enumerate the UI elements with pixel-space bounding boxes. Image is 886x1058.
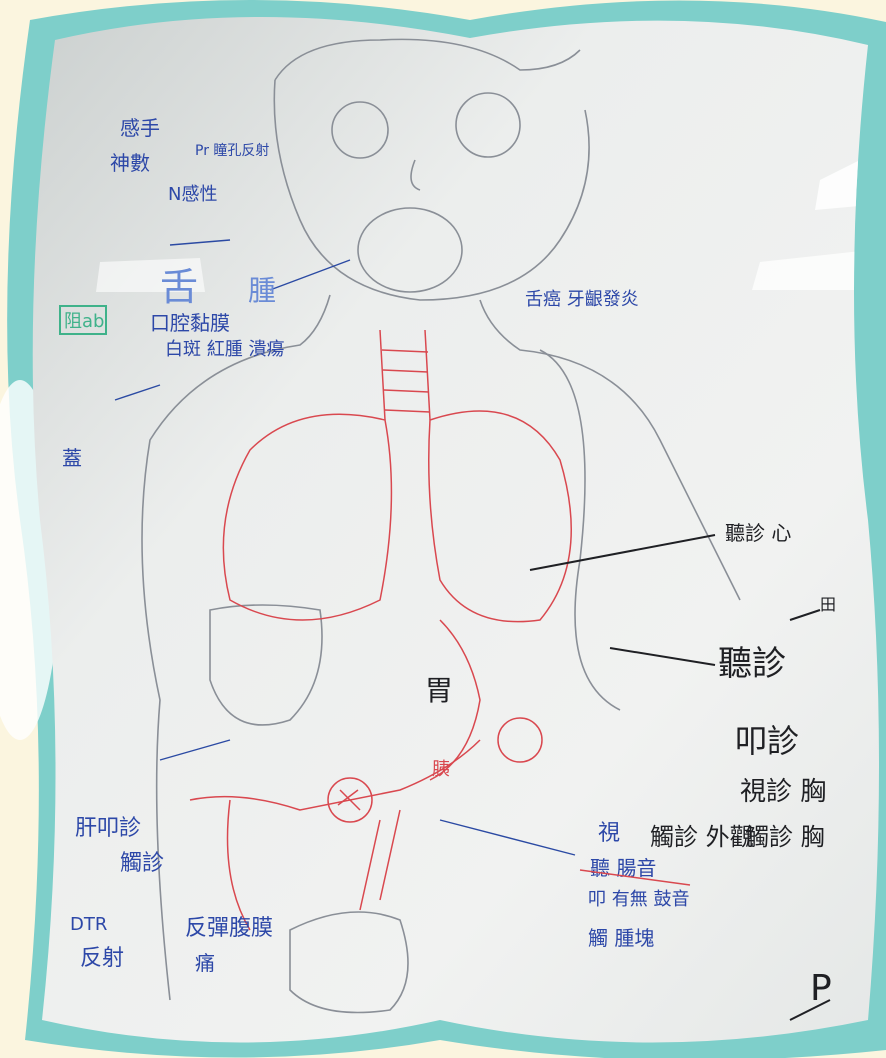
note-percussion: 叩診	[735, 722, 799, 760]
note-abd-view: 視	[598, 821, 620, 846]
note-kidney-2: 痛	[195, 951, 215, 975]
green-note: 阻ab	[64, 311, 104, 332]
note-stomach: 胃	[425, 674, 453, 707]
note-head-left-2: 神數	[110, 151, 150, 175]
note-abd-tap: 叩 有無 鼓音	[588, 889, 689, 910]
note-white: 白斑 紅腫 潰瘍	[165, 339, 284, 360]
note-abd-left-2: 觸診	[120, 851, 164, 876]
note-tongue-body: 腫	[248, 274, 276, 307]
note-chest-mid-1: 田	[820, 595, 836, 614]
note-p-letter: P	[810, 968, 832, 1009]
note-pancreas: 胰	[432, 759, 450, 780]
note-reflex: 反射	[80, 946, 124, 971]
note-palpation: 觸診 外觀	[650, 823, 754, 851]
note-inspection: 視診 胸	[740, 777, 826, 807]
note-left-edge: 蓋	[62, 446, 82, 470]
note-tongue: 舌	[160, 265, 198, 309]
note-abd-touch: 觸 腫塊	[588, 926, 654, 950]
note-chest-top: 聽診 心	[725, 521, 791, 545]
note-n: N感性	[168, 184, 217, 205]
note-kidney: 反彈腹膜	[185, 916, 273, 941]
note-neck-right: 舌癌 牙齦發炎	[525, 289, 639, 310]
note-head-left-1: 感手	[120, 116, 160, 140]
note-palp-right: 觸診 胸	[745, 823, 825, 851]
note-abd-left-1: 肝叩診	[75, 816, 141, 841]
note-dtr: DTR	[70, 914, 107, 935]
note-pupil: Pr 瞳孔反射	[195, 142, 269, 159]
note-chest-mid-2: 聽診	[718, 644, 786, 684]
note-mouth: 口腔黏膜	[150, 311, 230, 335]
